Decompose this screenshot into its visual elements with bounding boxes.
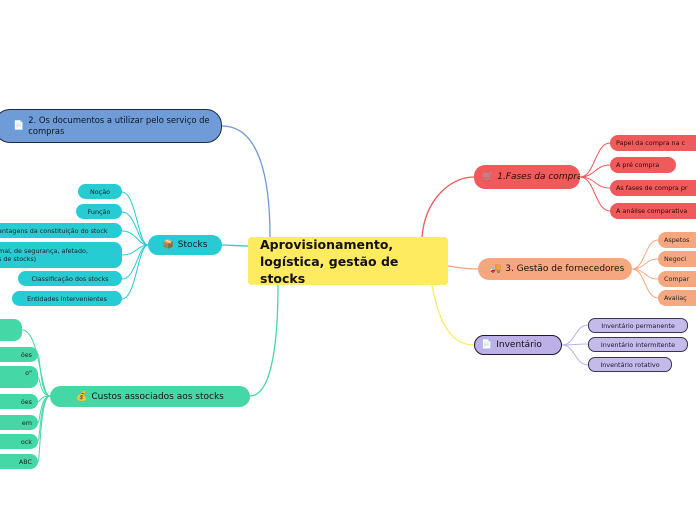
subtopic-label: A análise comparativa (616, 207, 688, 215)
document-icon: 📄 (481, 340, 493, 350)
subtopic-label: Papel da compra na c (616, 139, 686, 147)
topic-documentos-label: 2. Os documentos a utilizar pelo serviço… (28, 115, 210, 136)
subtopic-entidades[interactable]: Entidades intervenientes (12, 291, 122, 306)
subtopic-inventario-intermitente[interactable]: Inventário intermitente (588, 337, 688, 352)
subtopic-custo-2[interactable]: ões (0, 347, 38, 362)
subtopic-label: Compar (664, 275, 690, 283)
subtopic-negociacao[interactable]: Negoci (658, 251, 696, 267)
subtopic-aspetos[interactable]: Aspetos (658, 232, 696, 248)
subtopic-label: antagens da constituição do stock (0, 226, 108, 235)
subtopic-custo-3[interactable]: o" (0, 366, 38, 388)
subtopic-vantagens[interactable]: antagens da constituição do stock (0, 223, 122, 238)
topic-fases-compra[interactable]: 🛒 1.Fases da compra (474, 165, 580, 189)
subtopic-classificacao[interactable]: Classificação dos stocks (18, 271, 122, 286)
subtopic-label: mal, de segurança, afetado, s de stocks) (0, 246, 88, 264)
subtopic-custo-7[interactable]: ABC (0, 454, 38, 469)
topic-documentos[interactable]: 📄 2. Os documentos a utilizar pelo servi… (0, 109, 222, 143)
subtopic-label: Entidades intervenientes (27, 294, 107, 303)
subtopic-label: As fases de compra pr (616, 184, 688, 192)
subtopic-label: em (21, 418, 32, 427)
delivery-truck-icon: 🚚 (490, 264, 502, 274)
topic-gestao-fornecedores[interactable]: 🚚 3. Gestão de fornecedores (478, 258, 632, 280)
topic-inventario[interactable]: 📄 Inventário (474, 335, 562, 355)
document-icon: 📄 (13, 120, 25, 131)
package-icon: 📦 (162, 240, 174, 250)
subtopic-papel-compra[interactable]: Papel da compra na c (610, 135, 696, 151)
subtopic-label: Avaliaç (664, 294, 687, 302)
topic-fases-label: 1.Fases da compra (497, 172, 580, 182)
subtopic-label: A pré compra (616, 161, 660, 169)
subtopic-custo-4[interactable]: ões (0, 394, 38, 409)
subtopic-fases-compra[interactable]: As fases de compra pr (610, 180, 696, 196)
subtopic-label: Função (87, 207, 111, 216)
subtopic-label: Noção (89, 187, 111, 196)
subtopic-custo-5[interactable]: em (0, 415, 38, 430)
subtopic-label: Negoci (664, 255, 686, 263)
topic-custos[interactable]: 💰 Custos associados aos stocks (50, 386, 250, 407)
subtopic-label: o" (25, 369, 32, 377)
subtopic-nocao[interactable]: Noção (78, 184, 122, 199)
subtopic-label: ões (20, 397, 32, 406)
central-topic-label: Aprovisionamento, logística, gestão de s… (260, 237, 399, 285)
money-bag-icon: 💰 (76, 391, 88, 402)
subtopic-pre-compra[interactable]: A pré compra (610, 157, 676, 173)
subtopic-label: ões (20, 350, 32, 359)
topic-stocks-label: Stocks (177, 240, 208, 250)
subtopic-inventario-rotativo[interactable]: Inventário rotativo (588, 357, 672, 372)
subtopic-label: Classificação dos stocks (31, 274, 109, 283)
subtopic-funcao[interactable]: Função (76, 204, 122, 219)
topic-gestao-label: 3. Gestão de fornecedores (505, 264, 625, 274)
central-topic[interactable]: Aprovisionamento, logística, gestão de s… (248, 237, 448, 285)
shopping-cart-icon: 🛒 (482, 172, 494, 182)
subtopic-label: Inventário rotativo (600, 360, 660, 369)
subtopic-comparacao[interactable]: Compar (658, 271, 696, 287)
subtopic-label: Aspetos (664, 236, 690, 244)
topic-stocks[interactable]: 📦 Stocks (148, 235, 222, 255)
subtopic-custo-1[interactable] (0, 319, 22, 341)
subtopic-tipos-stock[interactable]: mal, de segurança, afetado, s de stocks) (0, 242, 122, 268)
topic-custos-label: Custos associados aos stocks (91, 391, 224, 402)
subtopic-custo-6[interactable]: ock (0, 434, 38, 449)
subtopic-label: Inventário intermitente (600, 340, 676, 349)
subtopic-avaliacao[interactable]: Avaliaç (658, 290, 696, 306)
subtopic-label: ABC (18, 457, 32, 466)
subtopic-label: ock (20, 437, 32, 446)
subtopic-inventario-permanente[interactable]: Inventário permanente (588, 318, 688, 333)
subtopic-analise-comparativa[interactable]: A análise comparativa (610, 203, 696, 219)
topic-inventario-label: Inventário (496, 340, 542, 350)
subtopic-label: Inventário permanente (601, 321, 675, 330)
